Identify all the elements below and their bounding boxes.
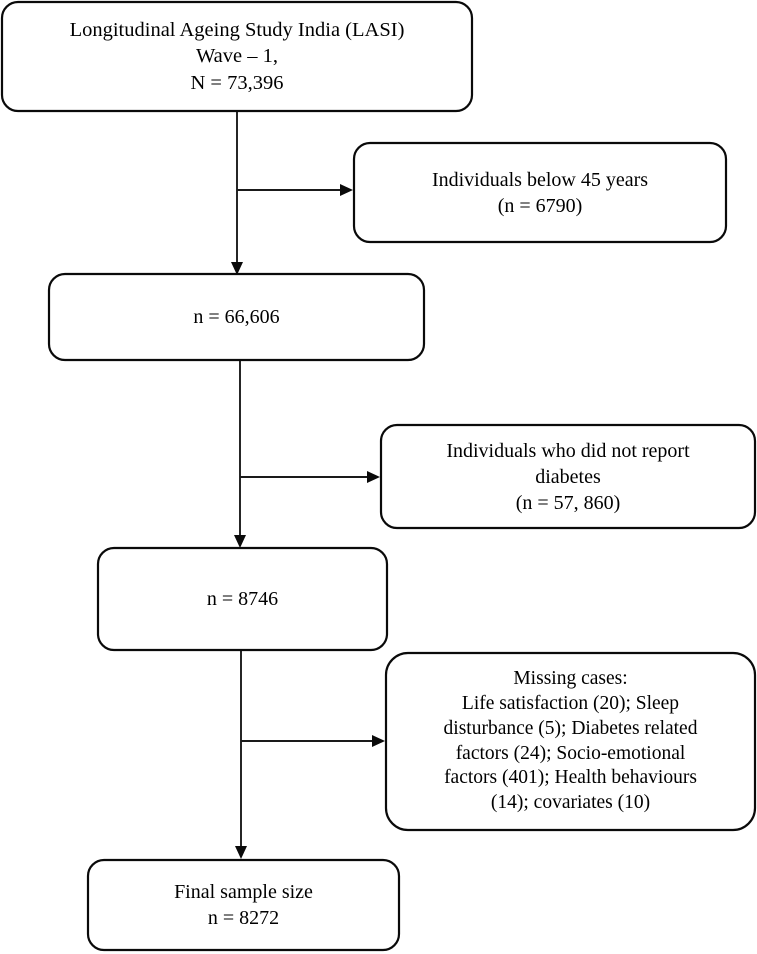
node-excluded-no-diabetes <box>379 423 757 530</box>
node-after-diabetes-filter <box>96 546 389 652</box>
arrowhead-after-diabetes-to-final <box>235 846 247 859</box>
arrowhead-after-age-to-after-diabetes <box>234 535 246 548</box>
arrowhead-source-to-after-age-filter <box>231 262 243 275</box>
node-excluded-missing-cases <box>384 651 757 832</box>
arrowhead-source-to-excluded-below-45 <box>340 184 353 196</box>
arrowhead-after-diabetes-to-missing-cases <box>372 735 385 747</box>
node-final-sample <box>86 858 401 952</box>
node-after-age-filter <box>47 272 426 362</box>
node-source-population <box>0 0 474 113</box>
node-excluded-below-45 <box>352 141 728 244</box>
arrowhead-after-age-to-excluded-no-diabetes <box>367 471 380 483</box>
